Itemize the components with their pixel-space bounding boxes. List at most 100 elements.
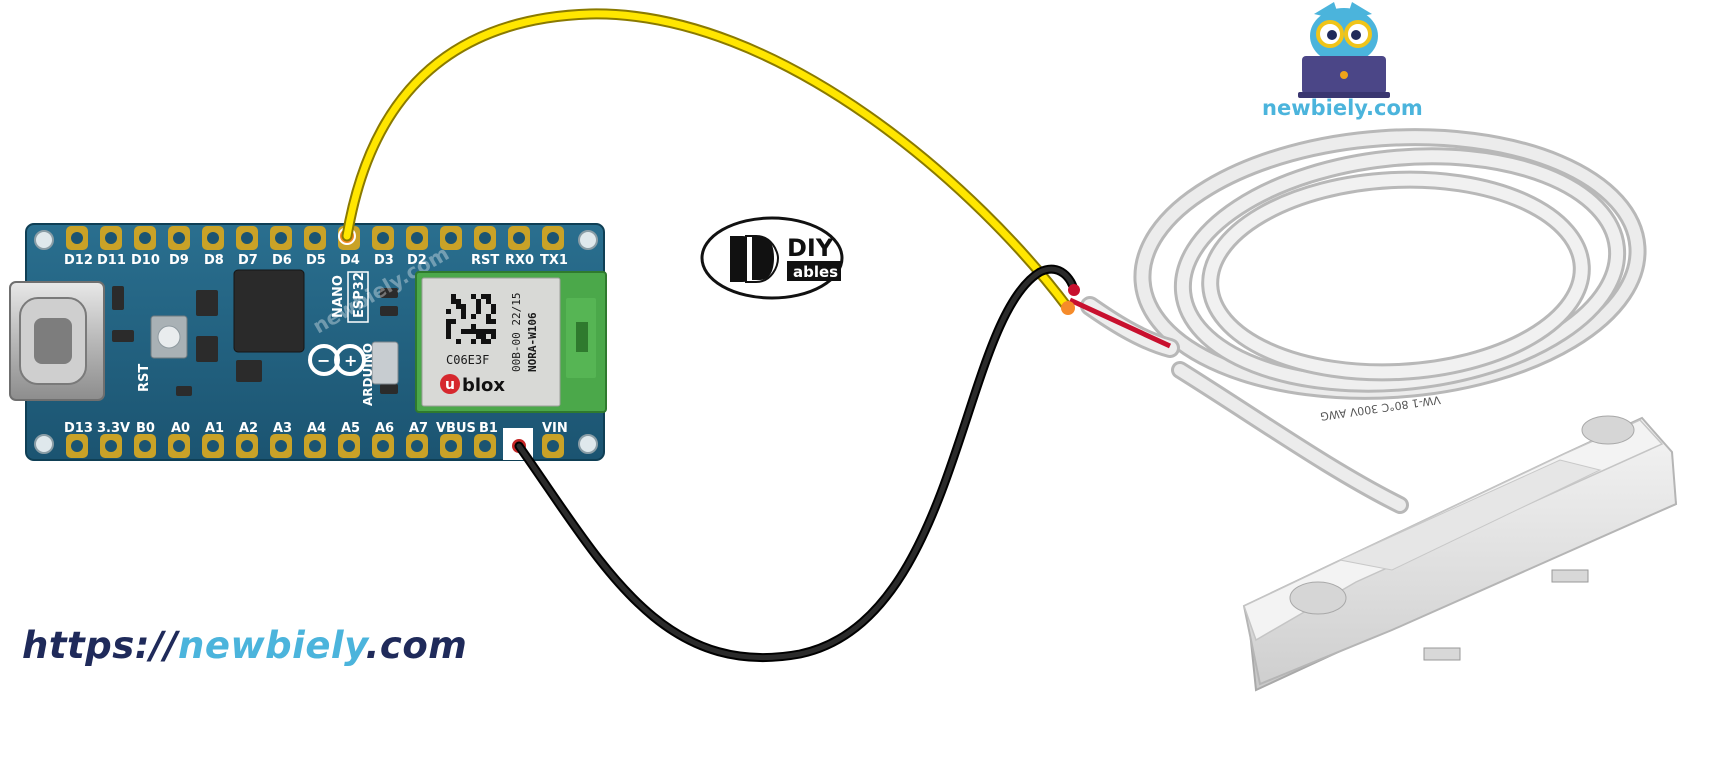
qr-cell	[461, 309, 466, 314]
qr-cell	[491, 329, 496, 334]
pin-hole	[139, 440, 151, 452]
crystal-component	[371, 341, 399, 385]
pin-hole	[309, 232, 321, 244]
pin-label-d2: D2	[407, 253, 427, 268]
qr-cell	[471, 294, 476, 299]
ublox-u-circle	[440, 374, 460, 394]
pin-hole	[275, 232, 287, 244]
pin-hole	[411, 232, 423, 244]
pin-label-d11: D11	[97, 253, 126, 268]
pin-label-d8: D8	[204, 253, 224, 268]
module-code3: NORA-W106	[526, 312, 539, 372]
pin-label-a7: A7	[409, 421, 428, 436]
usb-c-connector	[9, 281, 105, 401]
website-url[interactable]: https://newbiely.com	[22, 624, 467, 667]
pin-label-b0: B0	[136, 421, 155, 436]
newbiely-brand-text: newbiely.com	[1262, 96, 1423, 120]
pin-label-rst: RST	[471, 253, 499, 268]
qr-cell	[456, 339, 461, 344]
qr-cell	[486, 299, 491, 304]
bottom-pin-labels: D13 3.3V B0 A0 A1 A2 A3 A4 A5 A6 A7 VBUS…	[64, 421, 568, 436]
module-code2: 00B-00 22/15	[510, 293, 523, 372]
sensor-lead-yellow-end	[1061, 301, 1075, 315]
sensor-red-lead	[1068, 297, 1172, 349]
pin-label-d10: D10	[131, 253, 160, 268]
qr-cell	[446, 334, 451, 339]
pin-hole	[241, 232, 253, 244]
mount-hole-right	[1581, 415, 1635, 445]
qr-cell	[491, 304, 496, 309]
pin-hole	[207, 232, 219, 244]
pin-label-d13: D13	[64, 421, 93, 436]
url-suffix: .com	[365, 624, 468, 667]
pin-label-a0: A0	[171, 421, 190, 436]
board-name-label: NANO ESP32	[331, 271, 369, 323]
qr-cell	[451, 319, 456, 324]
pin-hole	[445, 232, 457, 244]
pin-hole	[309, 440, 321, 452]
pin-hole	[343, 440, 355, 452]
arduino-infinity-logo: − +	[308, 344, 366, 376]
pin-hole	[547, 232, 559, 244]
qr-cell	[476, 299, 481, 304]
pin-hole	[445, 440, 457, 452]
pin-hole	[513, 232, 525, 244]
pin-hole	[275, 440, 287, 452]
sensor-cable	[1080, 128, 1647, 514]
pin-label-vbus: VBUS	[436, 421, 476, 436]
nora-w106-module: C06E3F 00B-00 22/15 NORA-W106 u blox	[415, 271, 607, 413]
qr-cell	[461, 304, 466, 309]
qr-cell	[486, 319, 491, 324]
rst-label: RST	[137, 364, 152, 392]
pin-hole	[377, 440, 389, 452]
qr-cell	[471, 314, 476, 319]
pin-hole	[105, 232, 117, 244]
pin-label-b1: B1	[479, 421, 498, 436]
qr-cell	[446, 309, 451, 314]
pin-hole	[547, 440, 559, 452]
qr-cell	[481, 339, 486, 344]
pin-hole	[479, 232, 491, 244]
pin-label-d5: D5	[306, 253, 326, 268]
pin-label-rx0: RX0	[505, 253, 534, 268]
board-name-line2: ESP32	[352, 272, 367, 318]
qr-cell	[486, 329, 491, 334]
qr-cell	[466, 329, 471, 334]
ables-text: ables	[793, 263, 838, 281]
qr-cell	[491, 319, 496, 324]
pin-label-d12: D12	[64, 253, 93, 268]
pin-label-tx1: TX1	[540, 253, 568, 268]
qr-cell	[461, 329, 466, 334]
qr-code	[446, 294, 496, 344]
pin-hole	[71, 232, 83, 244]
qr-cell	[476, 309, 481, 314]
svg-text:−: −	[317, 351, 330, 370]
probe-1	[1423, 647, 1461, 661]
pin-hole	[105, 440, 117, 452]
qr-cell	[461, 314, 466, 319]
qr-cell	[476, 334, 481, 339]
qr-cell	[456, 299, 461, 304]
pin-hole	[71, 440, 83, 452]
pin-label-a6: A6	[375, 421, 394, 436]
board-name-line1: NANO	[331, 275, 346, 318]
qr-cell	[481, 334, 486, 339]
ublox-u: u	[445, 377, 455, 393]
qr-cell	[481, 329, 486, 334]
pin-hole	[173, 232, 185, 244]
pin-hole	[207, 440, 219, 452]
qr-cell	[471, 324, 476, 329]
pin-hole	[241, 440, 253, 452]
sensor-lead-black-end	[1068, 284, 1080, 296]
smd-components	[112, 286, 398, 396]
owl-laptop-icon	[1298, 2, 1390, 98]
qr-cell	[456, 304, 461, 309]
pin-hole	[173, 440, 185, 452]
qr-cell	[451, 299, 456, 304]
qr-cell	[491, 309, 496, 314]
qr-cell	[471, 339, 476, 344]
url-prefix: https://	[22, 624, 179, 667]
pin-hole	[479, 440, 491, 452]
qr-cell	[446, 329, 451, 334]
